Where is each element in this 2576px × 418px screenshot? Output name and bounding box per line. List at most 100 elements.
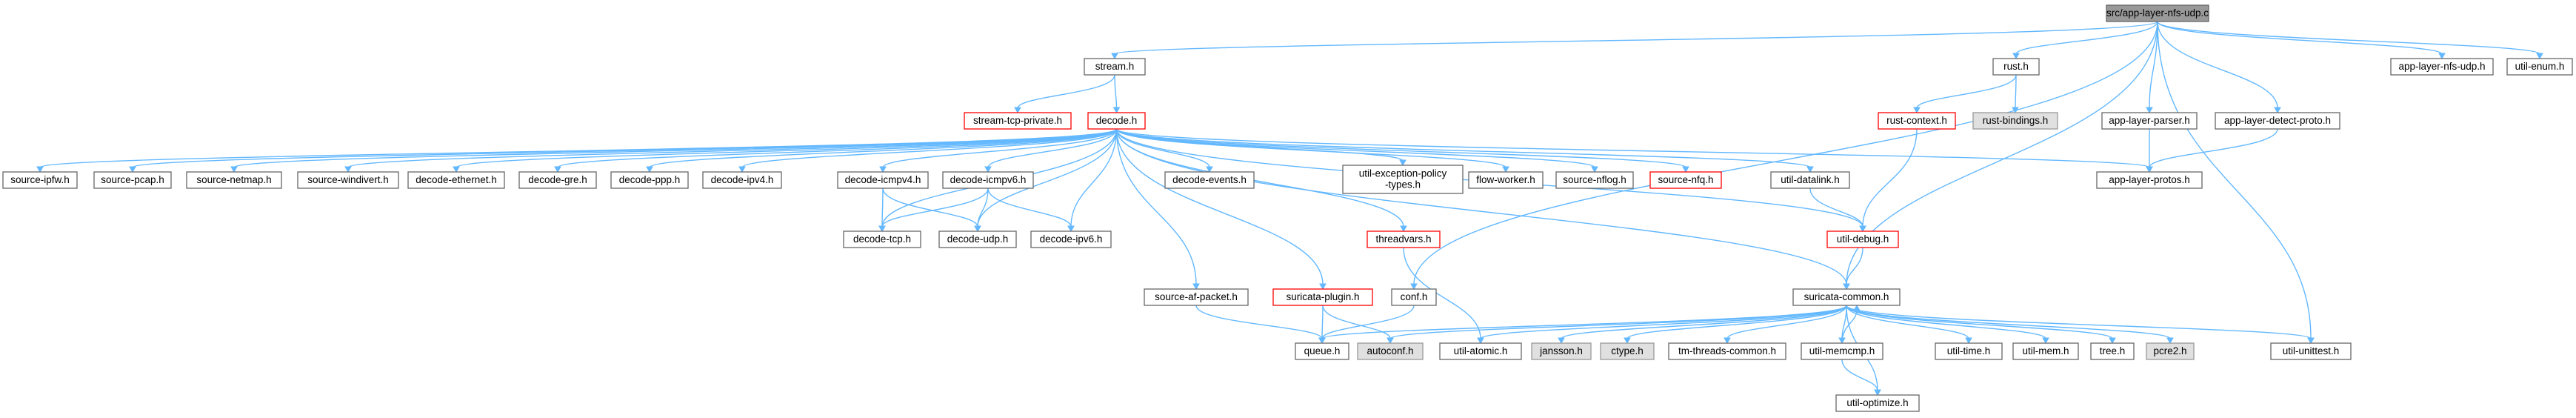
node-tree[interactable]: tree.h (2090, 342, 2135, 360)
edge-arrowhead (1965, 337, 1972, 345)
node-tm-threads-common[interactable]: tm-threads-common.h (1668, 342, 1786, 360)
node-box (1357, 342, 1424, 360)
edge-decode-to-decode-ppp (646, 128, 1118, 173)
node-box (518, 171, 597, 189)
node-decode-ipv4[interactable]: decode-ipv4.h (702, 171, 782, 189)
node-app-layer-parser[interactable]: app-layer-parser.h (2101, 112, 2198, 130)
edge-decode-to-flow-worker (1115, 128, 1509, 173)
node-decode-ppp[interactable]: decode-ppp.h (610, 171, 689, 189)
node-label: rust-bindings.h (1983, 115, 2049, 126)
node-decode-udp[interactable]: decode-udp.h (938, 230, 1017, 248)
node-label: conf.h (1401, 291, 1428, 302)
edge-arrowhead (974, 225, 981, 233)
node-label: source-pcap.h (101, 174, 164, 185)
node-label: app-layer-detect-proto.h (2224, 115, 2331, 126)
edge-line (1195, 305, 1323, 339)
node-decode-ethernet[interactable]: decode-ethernet.h (407, 171, 505, 189)
node-util-datalink[interactable]: util-datalink.h (1770, 171, 1850, 189)
edge-line (1841, 359, 1878, 391)
node-decode-gre[interactable]: decode-gre.h (518, 171, 597, 189)
node-box (1295, 342, 1349, 360)
node-box (843, 230, 921, 248)
node-util-atomic[interactable]: util-atomic.h (1439, 342, 1522, 360)
edge-source-af-packet-to-queue (1195, 305, 1326, 345)
node-label: decode-ipv6.h (1040, 233, 1103, 245)
node-queue[interactable]: queue.h (1295, 342, 1349, 360)
node-label: util-debug.h (1837, 233, 1889, 245)
node-flow-worker[interactable]: flow-worker.h (1468, 171, 1544, 189)
node-source-ipfw[interactable]: source-ipfw.h (2, 171, 78, 189)
edge-util-debug-to-suricata-common (1843, 247, 1863, 291)
node-source-nflog[interactable]: source-nflog.h (1555, 171, 1634, 189)
edge-root-to-app-layer-nfs-udp (2157, 21, 2446, 60)
node-suricata-plugin[interactable]: suricata-plugin.h (1272, 288, 1373, 306)
node-app-layer-detect-proto[interactable]: app-layer-detect-proto.h (2215, 112, 2340, 130)
edge-line (2157, 21, 2443, 55)
edge-line (557, 128, 1118, 168)
node-util-time[interactable]: util-time.h (1935, 342, 2003, 360)
node-suricata-common[interactable]: suricata-common.h (1792, 288, 1901, 306)
node-rust[interactable]: rust.h (1992, 58, 2040, 76)
node-decode-ipv6[interactable]: decode-ipv6.h (1030, 230, 1112, 248)
edge-stream-to-stream-tcp-private (1014, 74, 1115, 114)
edge-arrowhead (2438, 53, 2446, 60)
node-label: stream.h (1095, 61, 1135, 72)
node-label: source-netmap.h (196, 174, 271, 185)
node-box (1531, 342, 1592, 360)
node-decode-tcp[interactable]: decode-tcp.h (843, 230, 921, 248)
edge-line (2157, 21, 2540, 55)
node-box (2096, 171, 2203, 189)
edge-line (1389, 305, 1847, 339)
edge-line (2015, 74, 2017, 109)
edge-line (2157, 21, 2278, 109)
node-label: rust-context.h (1886, 115, 1947, 126)
node-util-memcmp[interactable]: util-memcmp.h (1801, 342, 1883, 360)
edge-decode-to-decode-ipv4 (738, 128, 1118, 173)
node-threadvars[interactable]: threadvars.h (1367, 230, 1441, 248)
node-decode-events[interactable]: decode-events.h (1164, 171, 1255, 189)
node-stream[interactable]: stream.h (1084, 58, 1146, 76)
edge-line (1115, 128, 1595, 168)
node-box (1835, 394, 1920, 412)
node-conf[interactable]: conf.h (1391, 288, 1437, 306)
edge-arrowhead (1319, 283, 1327, 291)
node-label: decode.h (1096, 115, 1138, 126)
node-util-unittest[interactable]: util-unittest.h (2270, 342, 2352, 360)
node-box (1367, 230, 1441, 248)
edge-line (1114, 74, 1118, 109)
node-util-enum[interactable]: util-enum.h (2506, 58, 2573, 76)
node-decode-icmpv4[interactable]: decode-icmpv4.h (837, 171, 929, 189)
edge-line (233, 128, 1118, 168)
node-util-debug[interactable]: util-debug.h (1826, 230, 1899, 248)
node-stream-tcp-private[interactable]: stream-tcp-private.h (964, 112, 1072, 130)
node-decode-icmpv6[interactable]: decode-icmpv6.h (942, 171, 1034, 189)
node-source-windivert[interactable]: source-windivert.h (297, 171, 399, 189)
node-decode[interactable]: decode.h (1087, 112, 1146, 130)
node-label: stream-tcp-private.h (973, 115, 1062, 126)
node-box (1649, 171, 1722, 189)
node-pcre2: pcre2.h (2146, 342, 2195, 360)
edge-suricata-common-to-util-unittest (1846, 305, 2315, 345)
node-source-nfq[interactable]: source-nfq.h (1649, 171, 1722, 189)
node-box (1164, 171, 1255, 189)
node-app-layer-protos[interactable]: app-layer-protos.h (2096, 171, 2203, 189)
node-util-exception-policy-types[interactable]: util-exception-policy-types.h (1342, 165, 1464, 194)
node-box (2390, 58, 2494, 76)
edge-line (1322, 305, 1391, 339)
node-rust-context[interactable]: rust-context.h (1878, 112, 1956, 130)
node-source-netmap[interactable]: source-netmap.h (186, 171, 282, 189)
edge-line (1480, 305, 1847, 339)
node-source-af-packet[interactable]: source-af-packet.h (1144, 288, 1249, 306)
edge-stream-to-decode (1112, 74, 1121, 114)
node-source-pcap[interactable]: source-pcap.h (93, 171, 172, 189)
node-app-layer-nfs-udp[interactable]: app-layer-nfs-udp.h (2390, 58, 2494, 76)
node-util-optimize[interactable]: util-optimize.h (1835, 394, 1920, 412)
node-box (2, 171, 78, 189)
edge-arrowhead (129, 166, 136, 173)
edge-decode-to-decode-ipv6 (1067, 128, 1118, 233)
node-util-mem[interactable]: util-mem.h (2012, 342, 2079, 360)
node-box (1468, 171, 1544, 189)
node-box (1084, 58, 1146, 76)
node-box (1878, 112, 1956, 130)
edge-line (2015, 21, 2158, 55)
